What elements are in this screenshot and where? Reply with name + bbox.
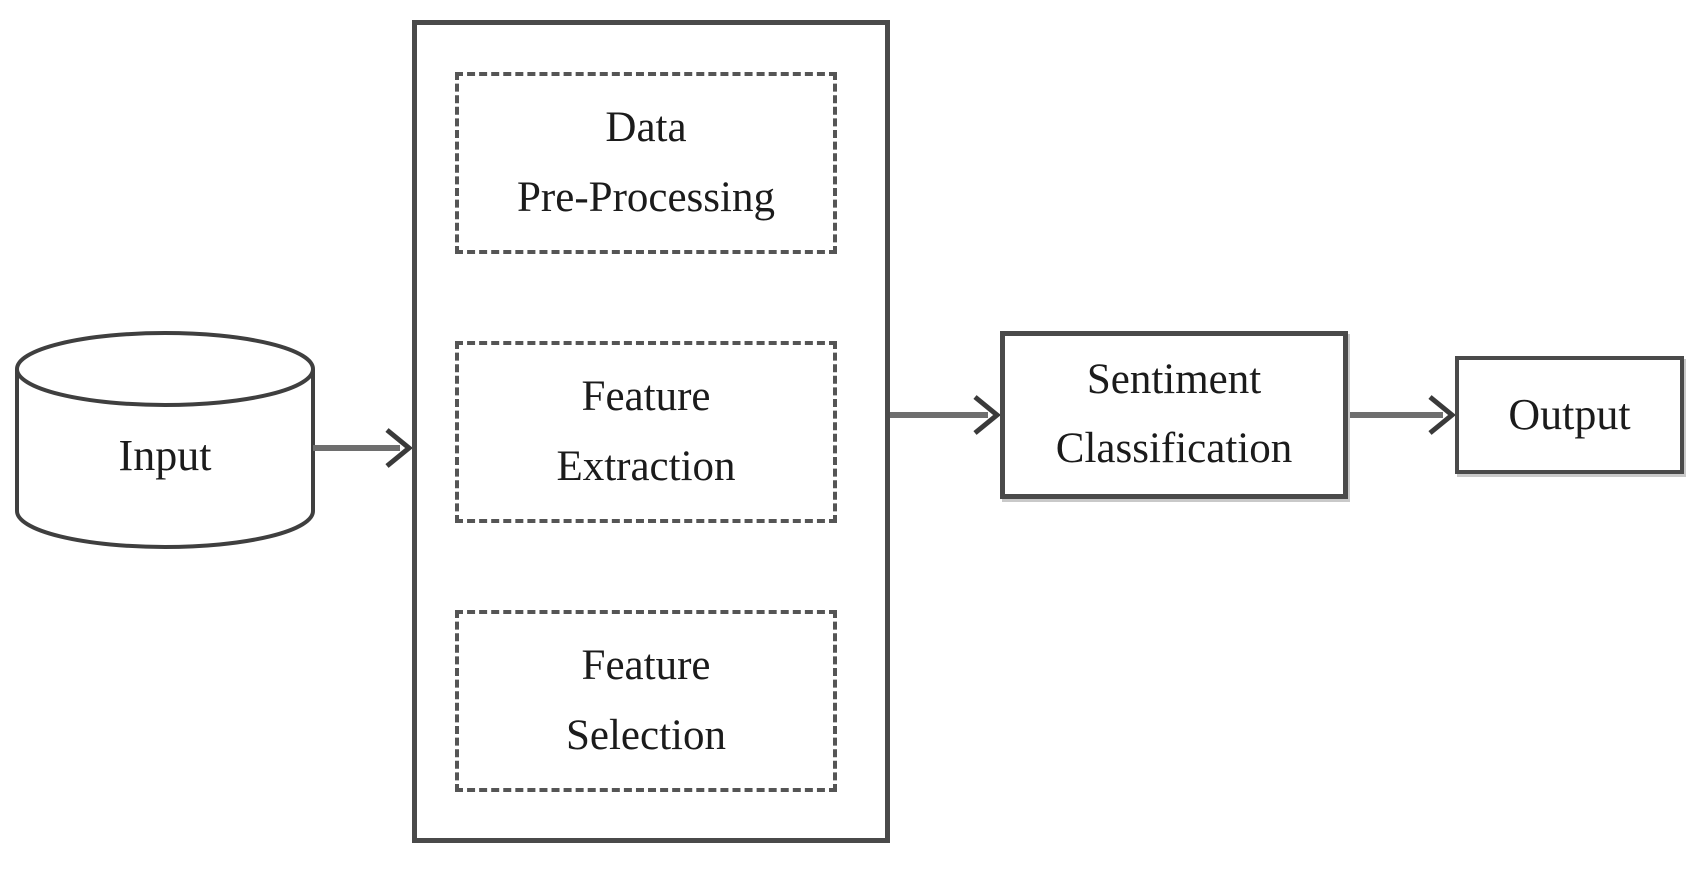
sentiment-classification-box: Sentiment Classification [1000,331,1348,499]
input-node-label: Input [118,431,212,480]
sentiment-label-line: Classification [1055,425,1293,472]
output-label: Output [1508,389,1631,439]
arrow-sentiment-to-output [1348,395,1456,435]
step-data-preprocessing: Data Pre-Processing [455,72,837,254]
sentiment-label-line: Sentiment [1086,356,1262,404]
step-feature-extraction: Feature Extraction [455,341,837,523]
step-feature-selection: Feature Selection [455,610,837,792]
step-label-line: Feature [581,373,711,421]
step-label-line: Data [605,104,687,152]
arrow-input-to-processing [313,428,413,468]
step-label-line: Selection [565,712,726,759]
step-label-line: Extraction [556,443,736,490]
step-label-line: Pre-Processing [517,174,775,221]
step-label-line: Feature [581,642,711,690]
arrow-processing-to-sentiment [890,395,1001,435]
output-box: Output [1455,356,1684,474]
